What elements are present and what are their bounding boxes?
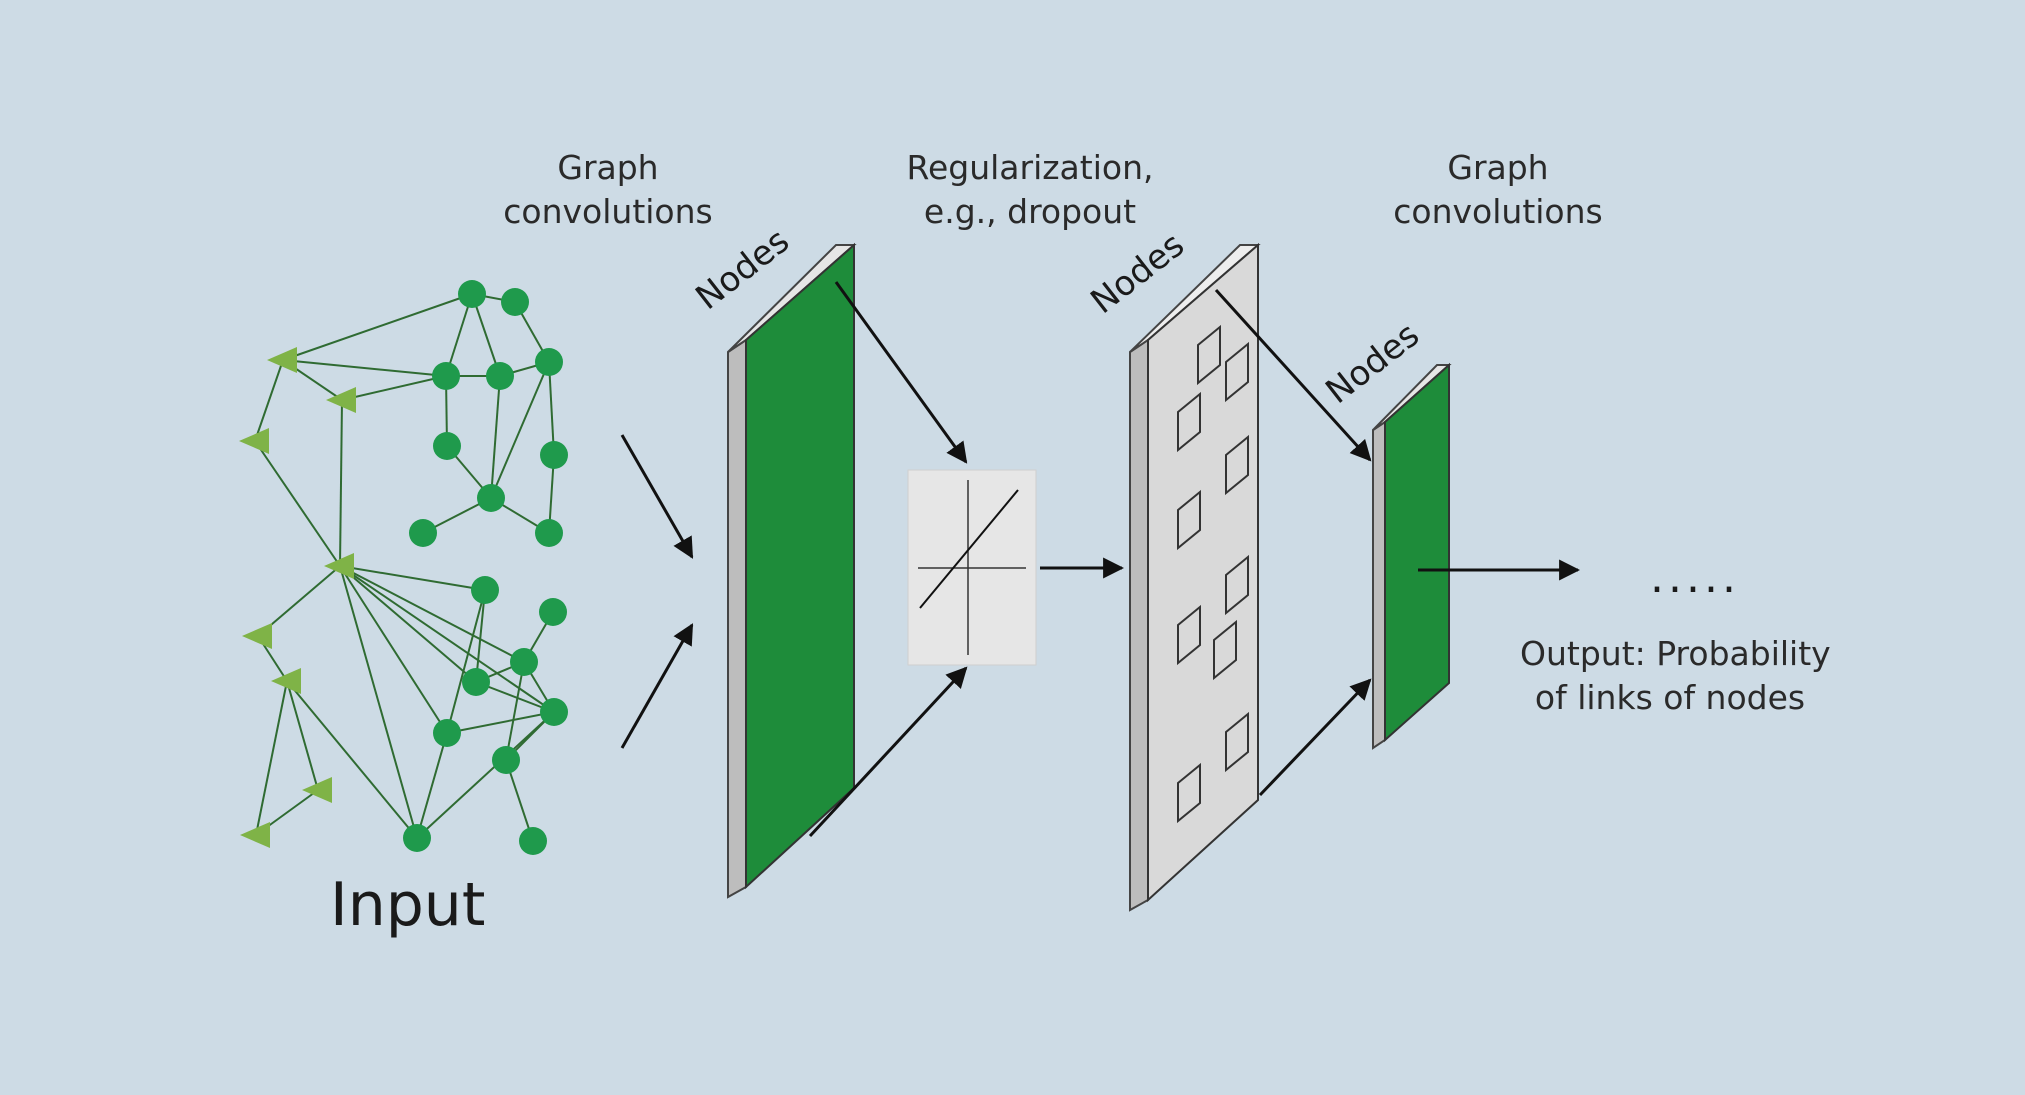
graph-node-circle: [486, 362, 514, 390]
dropout-square: [1225, 341, 1249, 403]
dropout-square: [1177, 489, 1201, 551]
graph-node-circle: [539, 598, 567, 626]
graph-edge: [445, 293, 473, 377]
graph-node-triangle: [239, 428, 269, 454]
arrow-input-to-layer1-top: [620, 434, 694, 559]
graph-node-circle: [477, 484, 505, 512]
graph-edge: [548, 361, 555, 456]
graph-edge: [505, 661, 525, 761]
graph-edge: [339, 565, 418, 839]
label-graph-convolutions-2: Graph convolutions: [1393, 148, 1603, 231]
graph-node-circle: [492, 746, 520, 774]
graph-edge: [254, 440, 341, 567]
label-regularization: Regularization, e.g., dropout: [906, 148, 1154, 231]
graph-edge: [446, 711, 555, 734]
graph-edge: [490, 375, 501, 499]
graph-edge: [286, 680, 319, 791]
graph-edge: [446, 589, 486, 734]
graph-edge: [475, 589, 486, 683]
graph-edge: [339, 565, 486, 591]
graph-node-circle: [540, 441, 568, 469]
graph-node-triangle: [302, 777, 332, 803]
graph-edge: [339, 565, 525, 663]
dropout-square: [1213, 619, 1237, 681]
graph-edge: [282, 293, 473, 361]
graph-edge: [341, 375, 447, 401]
graph-node-triangle: [324, 553, 354, 579]
graph-node-circle: [519, 827, 547, 855]
label-input: Input: [330, 870, 486, 940]
graph-node-circle: [535, 519, 563, 547]
graph-edge: [254, 359, 284, 442]
graph-edge: [255, 680, 288, 836]
graph-edge: [416, 711, 555, 839]
graph-node-circle: [501, 288, 529, 316]
graph-edge: [282, 359, 447, 377]
graph-node-circle: [433, 432, 461, 460]
graph-edge: [339, 565, 477, 683]
label-output: Output: Probability of links of nodes: [1520, 634, 1831, 717]
dropout-square: [1197, 324, 1221, 386]
graph-edge: [505, 759, 534, 842]
graph-edge: [339, 565, 555, 713]
layer1-slab: [727, 242, 857, 899]
graph-node-triangle: [267, 347, 297, 373]
dropout-square: [1225, 434, 1249, 496]
graph-node-circle: [462, 668, 490, 696]
dropout-square: [1225, 711, 1249, 773]
arrow-layer2-to-layer3-top: [1214, 288, 1372, 462]
dropout-squares: [1177, 324, 1249, 824]
dropout-square: [1177, 604, 1201, 666]
graph-node-circle: [535, 348, 563, 376]
graph-edge: [286, 680, 418, 839]
input-graph-nodes: [239, 280, 568, 855]
graph-edge: [416, 732, 448, 839]
arrow-input-to-layer1-bottom: [620, 623, 694, 749]
graph-node-triangle: [242, 623, 272, 649]
dropout-square: [1177, 762, 1201, 824]
graph-node-triangle: [271, 668, 301, 694]
graph-edge: [339, 399, 343, 567]
graph-edge: [339, 565, 448, 734]
graph-node-circle: [510, 648, 538, 676]
graph-node-circle: [433, 719, 461, 747]
graph-node-circle: [403, 824, 431, 852]
dropout-square: [1177, 391, 1201, 453]
activation-function-box: [907, 469, 1037, 666]
graph-node-circle: [432, 362, 460, 390]
label-graph-convolutions-1: Graph convolutions: [503, 148, 713, 231]
graph-node-circle: [540, 698, 568, 726]
graph-node-circle: [409, 519, 437, 547]
graph-edge: [471, 293, 501, 377]
arrow-layer1-to-activation-top: [834, 281, 968, 464]
arrow-layer2-to-layer3-bottom: [1258, 678, 1372, 797]
graph-edge: [490, 361, 550, 499]
layer3-slab: [1372, 362, 1452, 750]
graph-node-circle: [471, 576, 499, 604]
dropout-square: [1225, 554, 1249, 616]
arrow-layer1-to-activation-bottom: [808, 666, 968, 838]
graph-node-triangle: [240, 822, 270, 848]
layer2-slab: [1129, 242, 1261, 912]
ellipsis: .....: [1650, 552, 1740, 603]
graph-node-circle: [458, 280, 486, 308]
graph-node-triangle: [326, 387, 356, 413]
